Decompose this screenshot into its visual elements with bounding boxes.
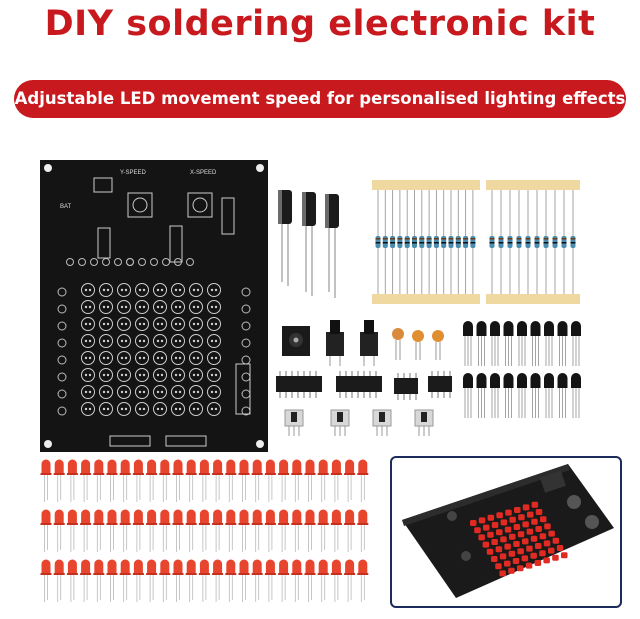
pcb-label-y-speed: Y-SPEED: [120, 170, 146, 176]
page-title: DIY soldering electronic kit: [44, 4, 596, 44]
assembled-board-inset: [390, 456, 622, 608]
push-buttons: [326, 320, 378, 366]
assembled-board-photo: [402, 464, 614, 598]
resistor-strip-right: [486, 180, 580, 304]
pcb-label-x-speed: X-SPEED: [190, 170, 217, 176]
pcb-board: Y-SPEED X-SPEED BAT: [40, 160, 268, 452]
power-jack: [282, 326, 310, 356]
electrolytic-capacitors: [278, 190, 339, 298]
ceramic-capacitors: [392, 328, 444, 360]
subtitle-banner: Adjustable LED movement speed for person…: [14, 80, 626, 118]
transistors: [463, 321, 581, 418]
ic-chips: [276, 371, 452, 400]
slide-switches: [284, 409, 434, 436]
resistor-strip-left: [372, 180, 480, 304]
pcb-label-bat: BAT: [60, 204, 72, 210]
loose-leds: [40, 459, 369, 602]
